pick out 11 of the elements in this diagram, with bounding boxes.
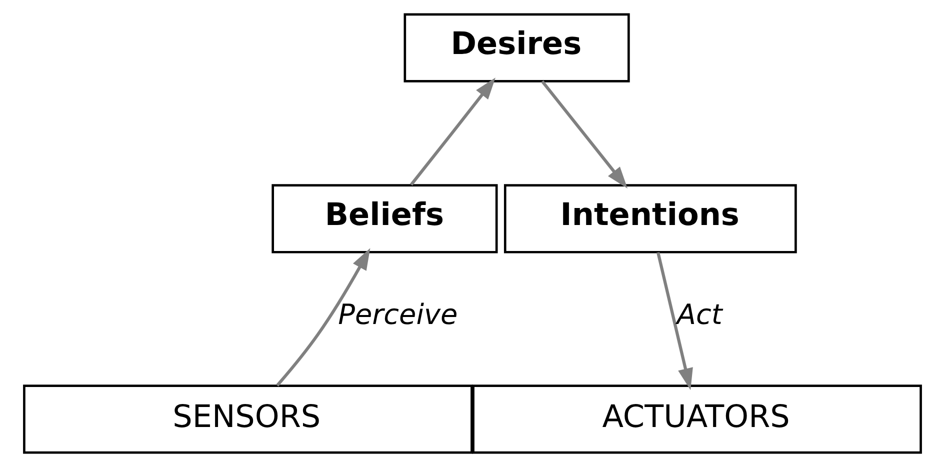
node-box: Intentions — [503, 184, 796, 254]
node-box: SENSORS — [22, 384, 472, 454]
node-box: Beliefs — [271, 184, 498, 254]
arrow — [540, 80, 628, 188]
node-box: ACTUATORS — [472, 384, 922, 454]
arrow — [656, 252, 692, 390]
edge-label: Perceive — [338, 298, 458, 332]
arrow — [409, 78, 495, 186]
node-box: Desires — [403, 13, 630, 82]
edge-label: Act — [676, 298, 722, 332]
arrow — [276, 248, 370, 386]
